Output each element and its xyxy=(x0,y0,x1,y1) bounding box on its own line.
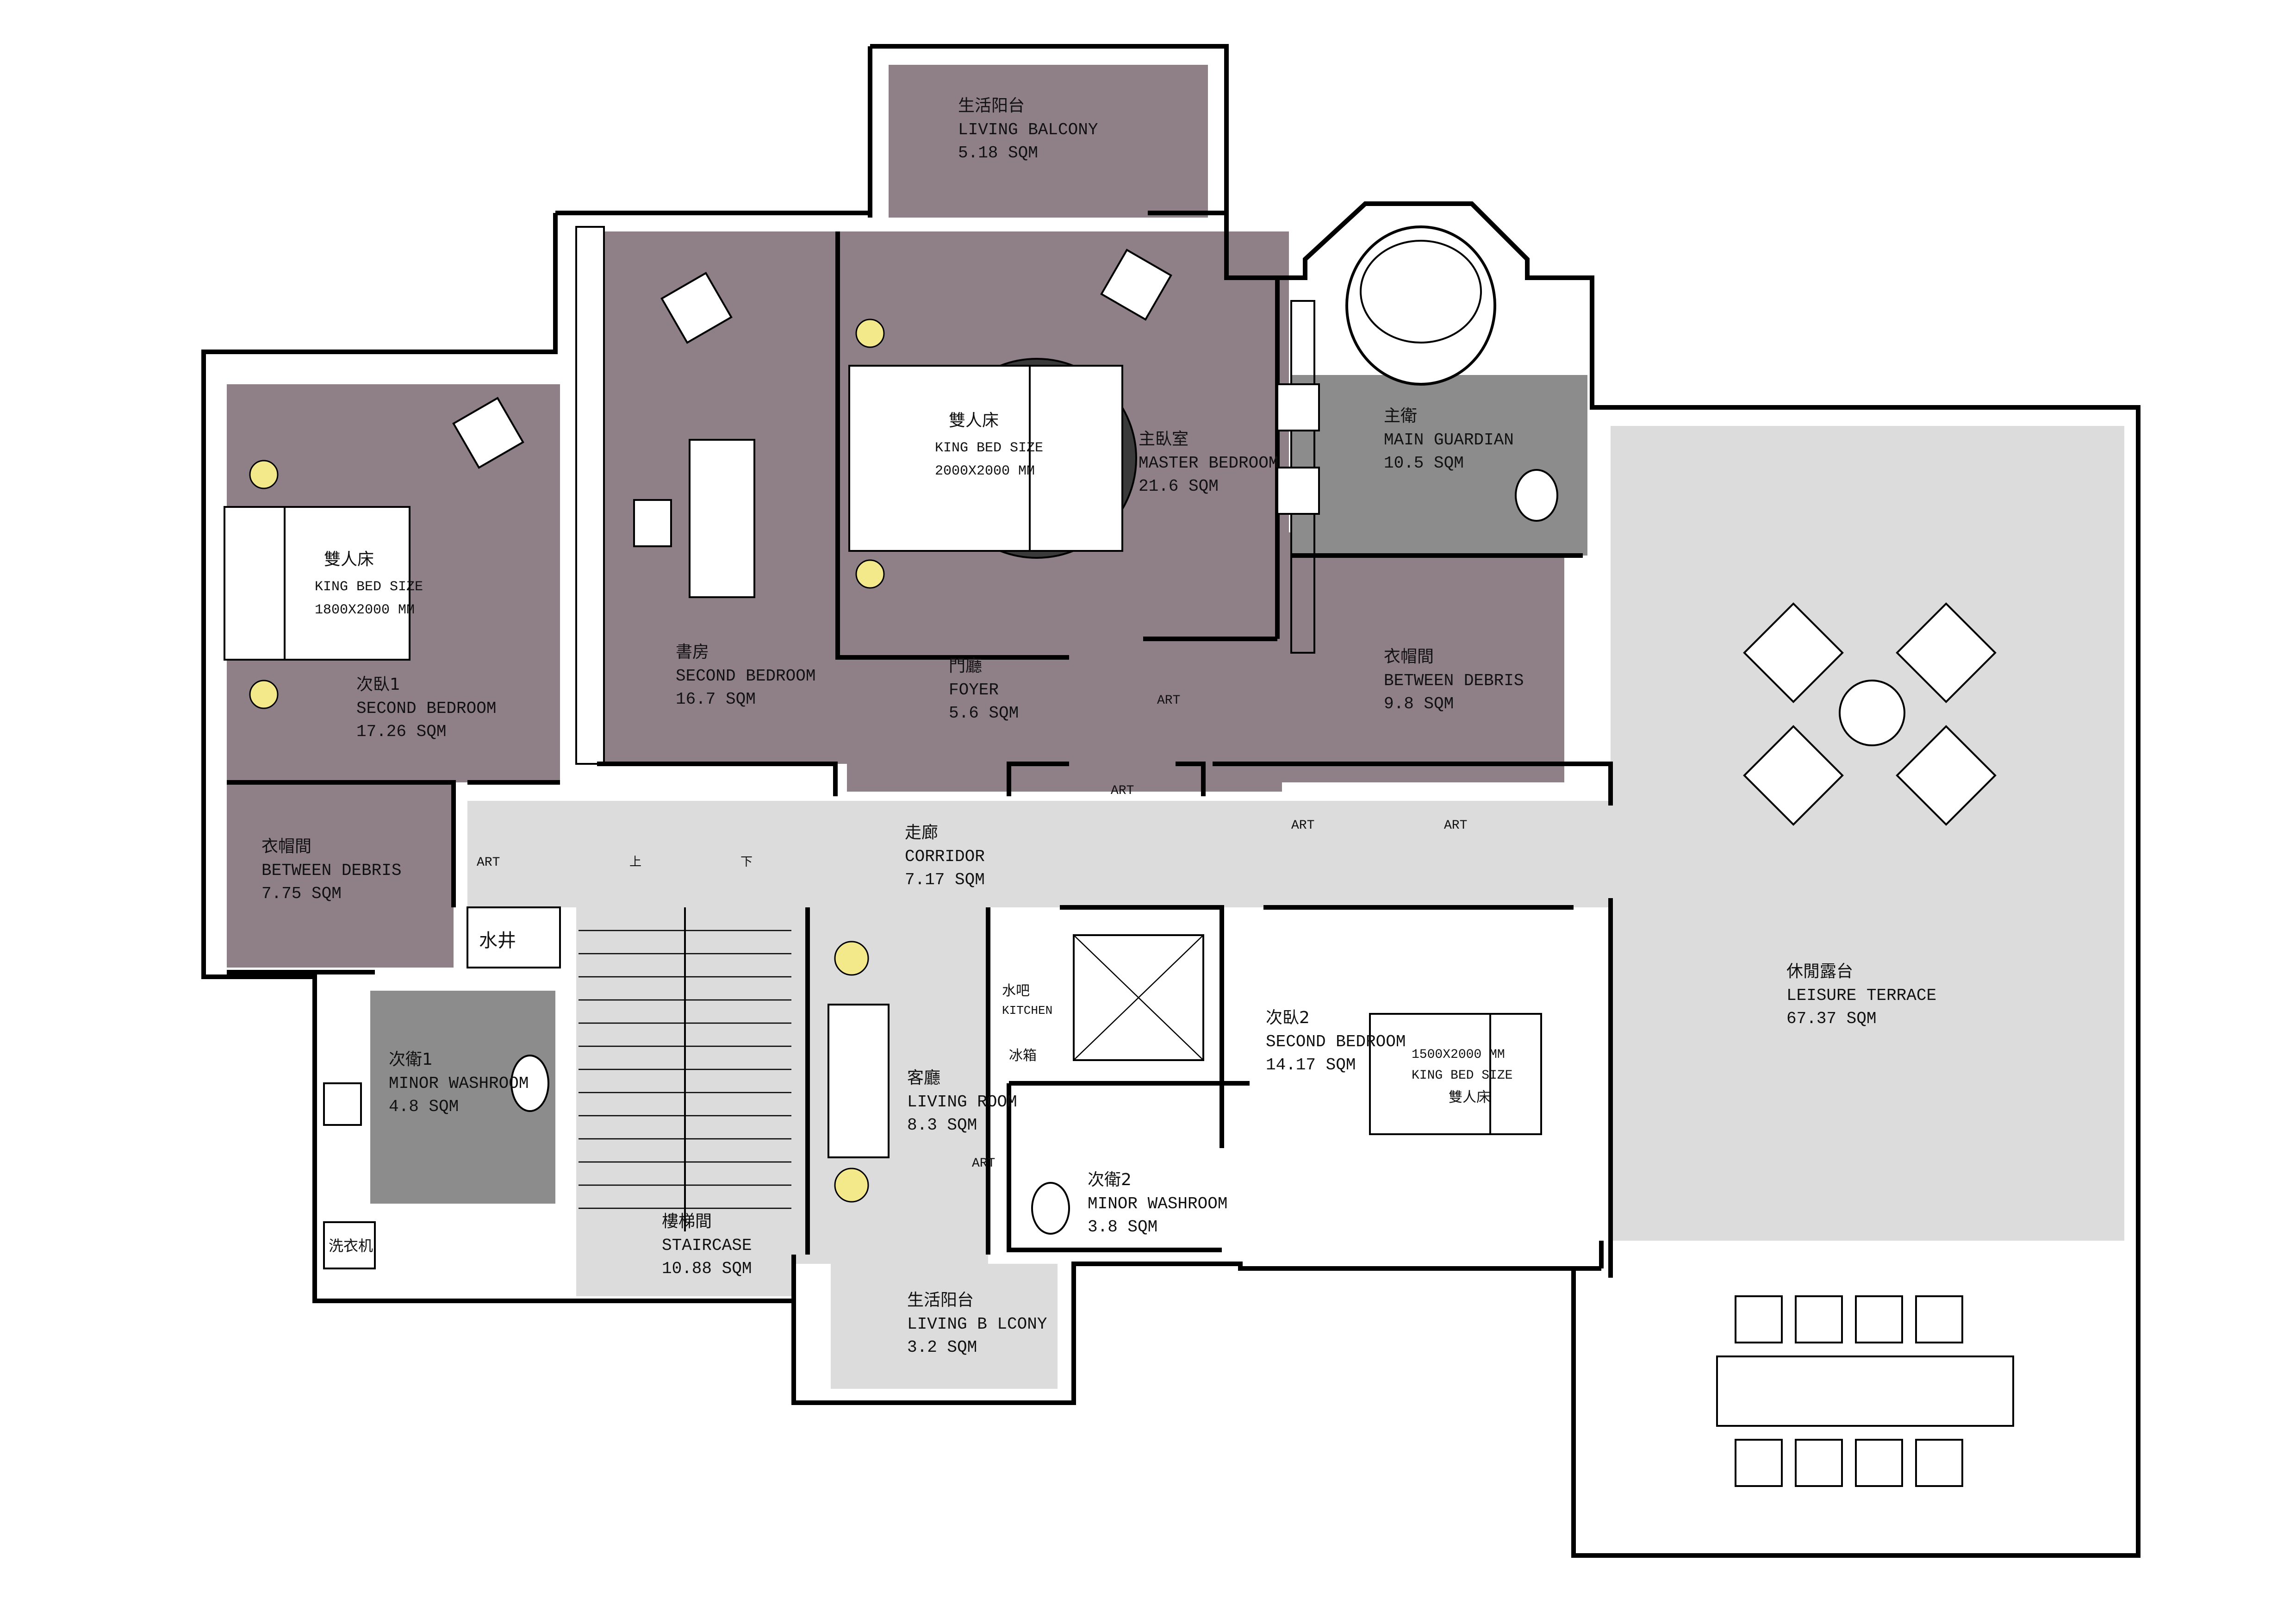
label-second-bedroom-2-cn: 次臥2 xyxy=(1266,1008,1310,1027)
label-between-debris-master-en: BETWEEN DEBRIS xyxy=(1384,671,1524,690)
living-balcony-bottom-area xyxy=(831,1264,1058,1389)
walls xyxy=(201,44,2140,1558)
label-second-bedroom-1-area: 17.26 SQM xyxy=(356,722,446,741)
label-corridor-cn: 走廊 xyxy=(905,823,938,842)
label-study-cn: 書房 xyxy=(676,643,709,662)
label-foyer-en: FOYER xyxy=(949,681,999,700)
label-staircase-en: STAIRCASE xyxy=(662,1236,752,1255)
label-between-debris-1-cn: 衣帽間 xyxy=(261,837,311,856)
label-second-bedroom-1-cn: 次臥1 xyxy=(356,675,400,694)
label-corridor-en: CORRIDOR xyxy=(905,847,985,866)
stair-treads xyxy=(579,907,791,1231)
label-washer: 洗衣机 xyxy=(329,1237,373,1255)
label-living-balcony-top-cn: 生活阳台 xyxy=(958,96,1025,115)
lamp-icon xyxy=(834,941,869,976)
label-kitchen-en: KITCHEN xyxy=(1002,1004,1052,1018)
label-second-bedroom-2-area: 14.17 SQM xyxy=(1266,1056,1356,1074)
lamp-icon xyxy=(855,319,885,348)
living-room-area xyxy=(794,907,988,1264)
label-staircase-area: 10.88 SQM xyxy=(662,1259,752,1278)
label-between-debris-master-cn: 衣帽間 xyxy=(1384,647,1434,666)
label-minor-washroom-1-area: 4.8 SQM xyxy=(389,1097,459,1116)
label-between-debris-1-en: BETWEEN DEBRIS xyxy=(261,861,401,880)
label-living-balcony-bottom-cn: 生活阳台 xyxy=(907,1291,974,1310)
label-master-bedroom-cn: 主臥室 xyxy=(1139,430,1188,449)
label-minor-washroom-1-en: MINOR WASHROOM xyxy=(389,1074,529,1093)
label-master-bed-size: 2000X2000 MM xyxy=(935,463,1035,479)
label-water-well: 水井 xyxy=(479,930,516,951)
label-staircase-cn: 樓梯間 xyxy=(662,1212,712,1231)
label-bed1-size: 1800X2000 MM xyxy=(315,602,415,618)
label-living-room-cn: 客廳 xyxy=(907,1068,940,1087)
label-bed1-cn: 雙人床 xyxy=(324,550,374,569)
label-living-balcony-bottom-en: LIVING B LCONY xyxy=(907,1315,1047,1334)
label-living-room-en: LIVING ROOM xyxy=(907,1093,1017,1112)
label-master-bed-cn: 雙人床 xyxy=(949,411,999,430)
lamp-icon xyxy=(834,1168,869,1203)
label-master-bedroom-area: 21.6 SQM xyxy=(1139,477,1219,496)
lamp-icon xyxy=(855,559,885,589)
label-bed2-en: KING BED SIZE xyxy=(1412,1068,1512,1083)
label-leisure-terrace-cn: 休閒露台 xyxy=(1786,962,1853,981)
label-living-room-area: 8.3 SQM xyxy=(907,1116,977,1135)
label-fridge: 冰箱 xyxy=(1009,1048,1037,1064)
lamp-icon xyxy=(249,680,279,709)
between-debris-1-area xyxy=(227,782,454,968)
foyer-area xyxy=(847,639,1282,792)
between-debris-master-area xyxy=(1277,532,1564,782)
study-desk xyxy=(689,439,755,598)
label-second-bedroom-1-en: SECOND BEDROOM xyxy=(356,699,496,718)
label-living-balcony-top-en: LIVING BALCONY xyxy=(958,120,1098,139)
label-bed1-en: KING BED SIZE xyxy=(315,579,423,595)
label-foyer-area: 5.6 SQM xyxy=(949,704,1019,723)
label-main-guardian-area: 10.5 SQM xyxy=(1384,454,1464,473)
label-stair-up: 上 xyxy=(629,855,641,869)
furniture xyxy=(224,225,2014,1487)
leisure-terrace-area xyxy=(1611,426,2124,1241)
label-minor-washroom-1-cn: 次衛1 xyxy=(389,1050,433,1069)
label-second-bedroom-2-en: SECOND BEDROOM xyxy=(1266,1032,1406,1051)
art-label: ART xyxy=(1157,693,1180,708)
dining-table xyxy=(1716,1355,2014,1427)
label-study-area: 16.7 SQM xyxy=(676,690,756,709)
label-minor-washroom-2-area: 3.8 SQM xyxy=(1088,1218,1157,1237)
label-stair-down: 下 xyxy=(740,855,753,869)
label-corridor-area: 7.17 SQM xyxy=(905,870,985,889)
main-guardian-area xyxy=(1291,375,1587,556)
label-between-debris-master-area: 9.8 SQM xyxy=(1384,694,1454,713)
art-label: ART xyxy=(477,856,500,870)
label-master-bed-en: KING BED SIZE xyxy=(935,440,1043,456)
label-living-balcony-bottom-area: 3.2 SQM xyxy=(907,1338,977,1357)
terrace-table xyxy=(1839,680,1905,746)
label-main-guardian-en: MAIN GUARDIAN xyxy=(1384,431,1514,450)
label-living-balcony-top-area: 5.18 SQM xyxy=(958,144,1038,162)
label-foyer-cn: 門廳 xyxy=(949,656,982,675)
corridor-area xyxy=(467,801,1671,907)
label-main-guardian-cn: 主衛 xyxy=(1384,406,1417,425)
sofa xyxy=(828,1004,890,1158)
art-label: ART xyxy=(1111,784,1134,798)
living-balcony-top-area xyxy=(889,65,1208,218)
label-study-en: SECOND BEDROOM xyxy=(676,667,815,686)
label-master-bedroom-en: MASTER BEDROOM xyxy=(1139,454,1278,473)
label-bed2-size: 1500X2000 MM xyxy=(1412,1048,1505,1062)
art-label: ART xyxy=(972,1156,995,1171)
label-leisure-terrace-area: 67.37 SQM xyxy=(1786,1009,1876,1028)
label-between-debris-1-area: 7.75 SQM xyxy=(261,884,342,903)
label-minor-washroom-2-cn: 次衛2 xyxy=(1088,1170,1132,1189)
label-minor-washroom-2-en: MINOR WASHROOM xyxy=(1088,1194,1227,1213)
art-label: ART xyxy=(1444,818,1467,833)
labels: 生活阳台 LIVING BALCONY 5.18 SQM 書房 SECOND B… xyxy=(261,96,1936,1357)
label-leisure-terrace-en: LEISURE TERRACE xyxy=(1786,986,1936,1005)
label-kitchen-cn: 水吧 xyxy=(1002,983,1030,999)
art-label: ART xyxy=(1291,818,1314,833)
lamp-icon xyxy=(249,460,279,489)
label-bed2-cn: 雙人床 xyxy=(1449,1089,1490,1106)
